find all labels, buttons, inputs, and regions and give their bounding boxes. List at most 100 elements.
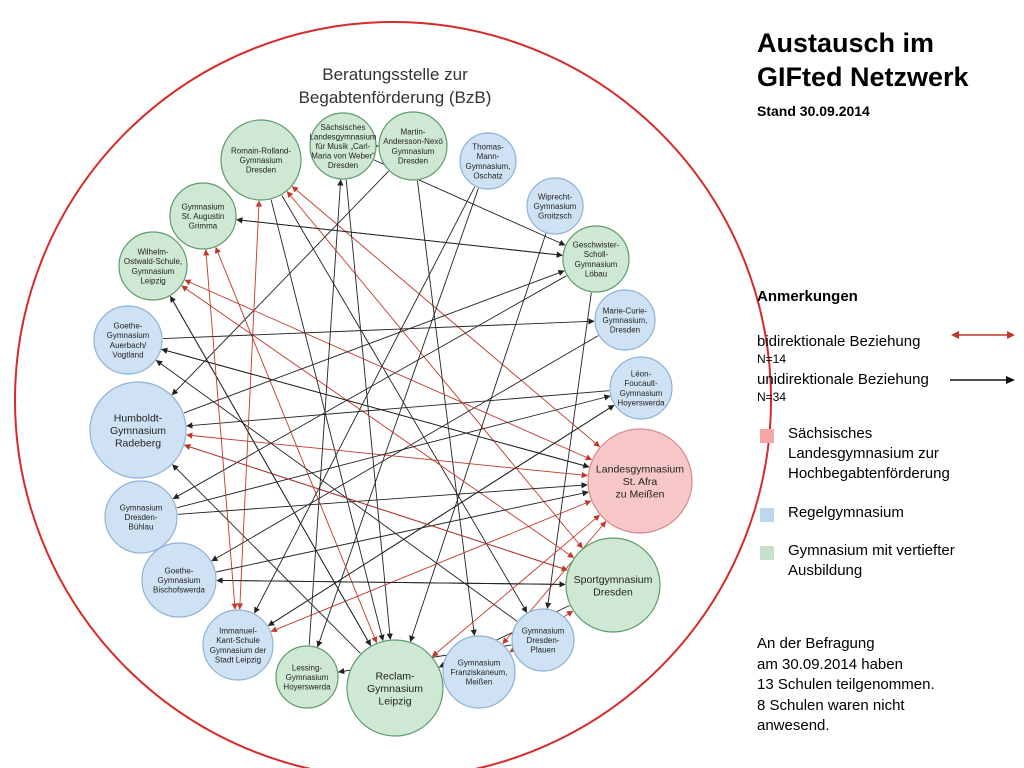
edge-loebau-buehlau (172, 275, 567, 500)
bzb-title-line1: Beratungsstelle zur (322, 65, 468, 84)
notes-heading: Anmerkungen (757, 288, 858, 305)
stand-date: Stand 30.09.2014 (757, 103, 870, 119)
school-label-afra-line3: zu Meißen (615, 489, 664, 501)
school-label-loebau-line4: Löbau (585, 269, 607, 278)
school-circle-goethe_bi (141, 542, 217, 618)
school-label-kant-line4: Stadt Leipzig (215, 655, 261, 664)
school-label-goethe_au-line2: Gymnasium (107, 331, 150, 340)
edge-nexoe-franz (416, 180, 477, 636)
school-circle-humboldt (89, 381, 187, 479)
school-label-franz-line1: Gymnasium (458, 658, 501, 667)
edge-curie-goethe_bi (211, 335, 599, 562)
school-label-curie-line1: Marie-Curie- (603, 306, 648, 315)
school-label-landesmusik-line3: für Musik „Carl- (316, 142, 371, 151)
unidirectional-count: N=34 (757, 390, 787, 404)
school-label-augustin-line3: Grimma (189, 222, 218, 231)
school-label-reclam-line3: Leipzig (378, 696, 411, 708)
legend-swatch-regelgymnasium (760, 508, 774, 522)
school-circle-sport (565, 537, 661, 633)
school-label-oschatz-line3: Gymnasium, (466, 162, 511, 171)
school-label-curie-line2: Gymnasium, (603, 316, 648, 325)
school-circle-kant (202, 609, 274, 681)
school-circle-oschatz (459, 132, 517, 190)
edge-romain-sport (286, 191, 583, 549)
school-circle-curie (594, 289, 656, 351)
school-label-romain-line3: Dresden (246, 166, 276, 175)
school-circle-goethe_au (93, 305, 163, 375)
bidirectional-count: N=14 (757, 352, 787, 366)
school-label-reclam-line2: Gymnasium (367, 683, 423, 695)
legend-label-vertieft: Gymnasium mit vertiefter Ausbildung (788, 542, 955, 579)
school-label-augustin-line1: Gymnasium (182, 202, 225, 211)
edge-goethe_au-curie (162, 318, 595, 340)
school-label-nexoe-line3: Gymnasium (392, 147, 435, 156)
school-label-loebau-line3: Gymnasium (575, 260, 618, 269)
school-label-ostwald-line2: Ostwald-Schule, (124, 257, 182, 266)
bidirectional-label: bidirektionale Beziehung (757, 333, 921, 350)
school-label-franz-line3: Meißen (466, 678, 493, 687)
school-circle-franz (442, 635, 516, 709)
school-label-lessing-line3: Hoyerswerda (283, 683, 331, 692)
edge-goethe_bi-afra (216, 490, 589, 573)
edge-afra-ostwald (184, 279, 593, 461)
school-label-plauen-line2: Dresden- (527, 636, 560, 645)
school-circle-reclam (346, 639, 444, 737)
school-label-reclam-line1: Reclam- (375, 671, 415, 683)
edge-lessing-landesmusik (308, 179, 344, 646)
school-label-kant-line1: Immanuel- (219, 627, 257, 636)
school-label-foucault-line2: Foucault- (624, 379, 658, 388)
bidirectional-arrow-icon (951, 331, 1015, 339)
school-label-buehlau-line1: Gymnasium (120, 503, 163, 512)
school-label-kant-line2: Kant-Schule (216, 636, 260, 645)
school-label-lessing-line2: Gymnasium (286, 673, 329, 682)
school-label-loebau-line1: Geschwister- (573, 241, 620, 250)
legend-swatch-landesgymnasium (760, 429, 774, 443)
page-title: Austausch im GIFted Netzwerk (757, 26, 1022, 94)
school-label-goethe_au-line1: Goethe- (114, 322, 143, 331)
school-label-goethe_bi-line1: Goethe- (165, 566, 194, 575)
school-label-foucault-line3: Gymnasium (620, 389, 663, 398)
school-label-groitzsch-line1: Wiprecht- (538, 192, 573, 201)
school-label-oschatz-line1: Thomas- (472, 143, 504, 152)
school-circle-buehlau (104, 480, 178, 554)
school-label-afra-line1: Landesgymnasium (596, 464, 684, 476)
survey-note-line3: 13 Schulen teilgenommen. (757, 676, 935, 693)
survey-note-line4: 8 Schulen waren nicht (757, 696, 905, 714)
school-label-goethe_bi-line2: Gymnasium (158, 576, 201, 585)
edges-layer (155, 142, 615, 675)
survey-note-line2: am 30.09.2014 haben (757, 655, 903, 673)
school-circle-nexoe (378, 111, 448, 181)
edge-goethe_bi-sport (216, 579, 566, 588)
school-label-buehlau-line3: Bühlau (129, 523, 154, 532)
school-label-ostwald-line3: Gymnasium (132, 267, 175, 276)
survey-note-line5: anwesend. (757, 717, 830, 734)
school-label-romain-line2: Gymnasium (240, 156, 283, 165)
title-line1: Austausch im (757, 28, 935, 58)
survey-note-line1: An der Befragung (757, 635, 875, 652)
school-label-humboldt-line1: Humboldt- (114, 413, 163, 425)
survey-note: An der Befragung am 30.09.2014 haben 13 … (757, 634, 997, 737)
edge-kant-romain (236, 200, 262, 610)
school-circle-lessing (275, 645, 339, 709)
edge-groitzsch-reclam (409, 233, 547, 643)
school-label-nexoe-line1: Martin- (401, 128, 426, 137)
school-circle-landesmusik (309, 112, 377, 180)
school-label-curie-line3: Dresden (610, 326, 640, 335)
school-label-kant-line3: Gymnasium der (210, 646, 267, 655)
school-label-romain-line1: Romain-Rolland- (231, 146, 291, 155)
school-label-humboldt-line2: Gymnasium (110, 425, 166, 437)
school-label-augustin-line2: St. Augustin (182, 212, 225, 221)
